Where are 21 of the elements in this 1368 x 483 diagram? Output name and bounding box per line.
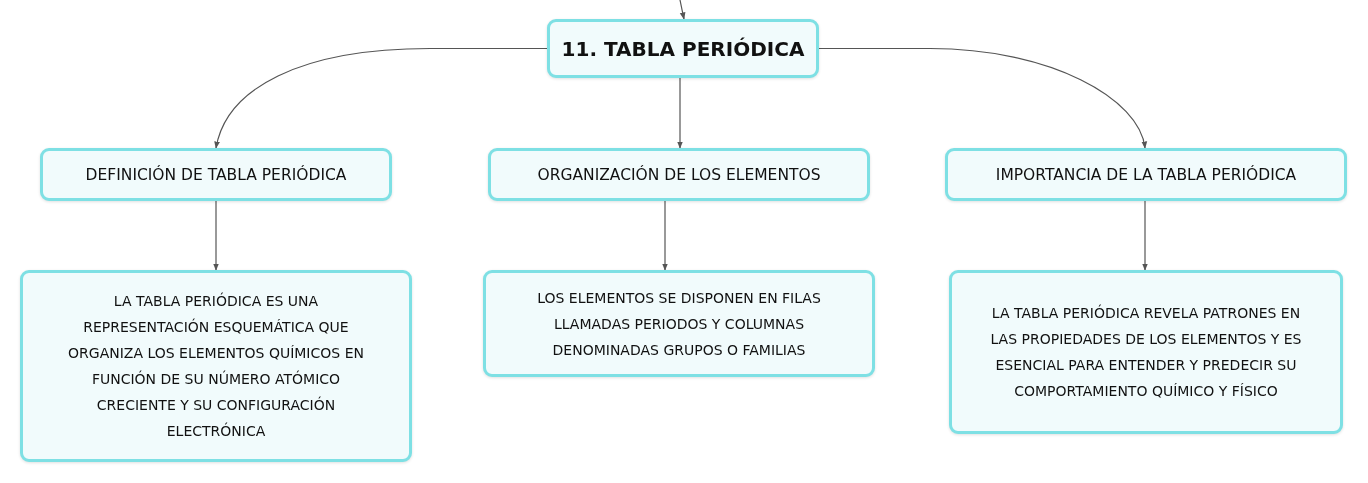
arrow [818,47,1147,149]
arrow [1142,200,1148,271]
topic-text: DEFINICIÓN DE TABLA PERIÓDICA [85,165,347,184]
arrow [662,200,668,271]
description-box [20,270,412,462]
topic-box [945,148,1347,201]
topic-box [40,148,392,201]
description-text: LA TABLA PERIÓDICA REVELA PATRONES EN LAS PROPIEDADES DE LOS ELEMENTOS Y ES ESENCIAL PARA ENTENDER Y PREDECIR SU COMPORTAMIENTO QUÍMICO Y FÍSICO [989,303,1303,401]
arrow [213,200,219,271]
arrow [214,47,548,149]
description-text: LA TABLA PERIÓDICA ES UNA REPRESENTACIÓN ESQUEMÁTICA QUE ORGANIZA LOS ELEMENTOS QUÍMICOS EN FUNCIÓN DE SU NÚMERO ATÓMICO CRECIENTE Y SU CONFIGURACIÓN ELECTRÓNICA [67,291,365,441]
arrow [677,77,683,149]
description-box [483,270,875,377]
topic-text: ORGANIZACIÓN DE LOS ELEMENTOS [537,165,821,184]
description-text: LOS ELEMENTOS SE DISPONEN EN FILAS LLAMADAS PERIODOS Y COLUMNAS DENOMINADAS GRUPOS O FAMILIAS [536,288,822,360]
description-box [949,270,1343,434]
topic-text: IMPORTANCIA DE LA TABLA PERIÓDICA [995,165,1297,184]
topic-box [488,148,870,201]
title-box [547,19,819,78]
title-text: 11. TABLA PERIÓDICA [561,36,805,61]
arrow [679,0,686,20]
